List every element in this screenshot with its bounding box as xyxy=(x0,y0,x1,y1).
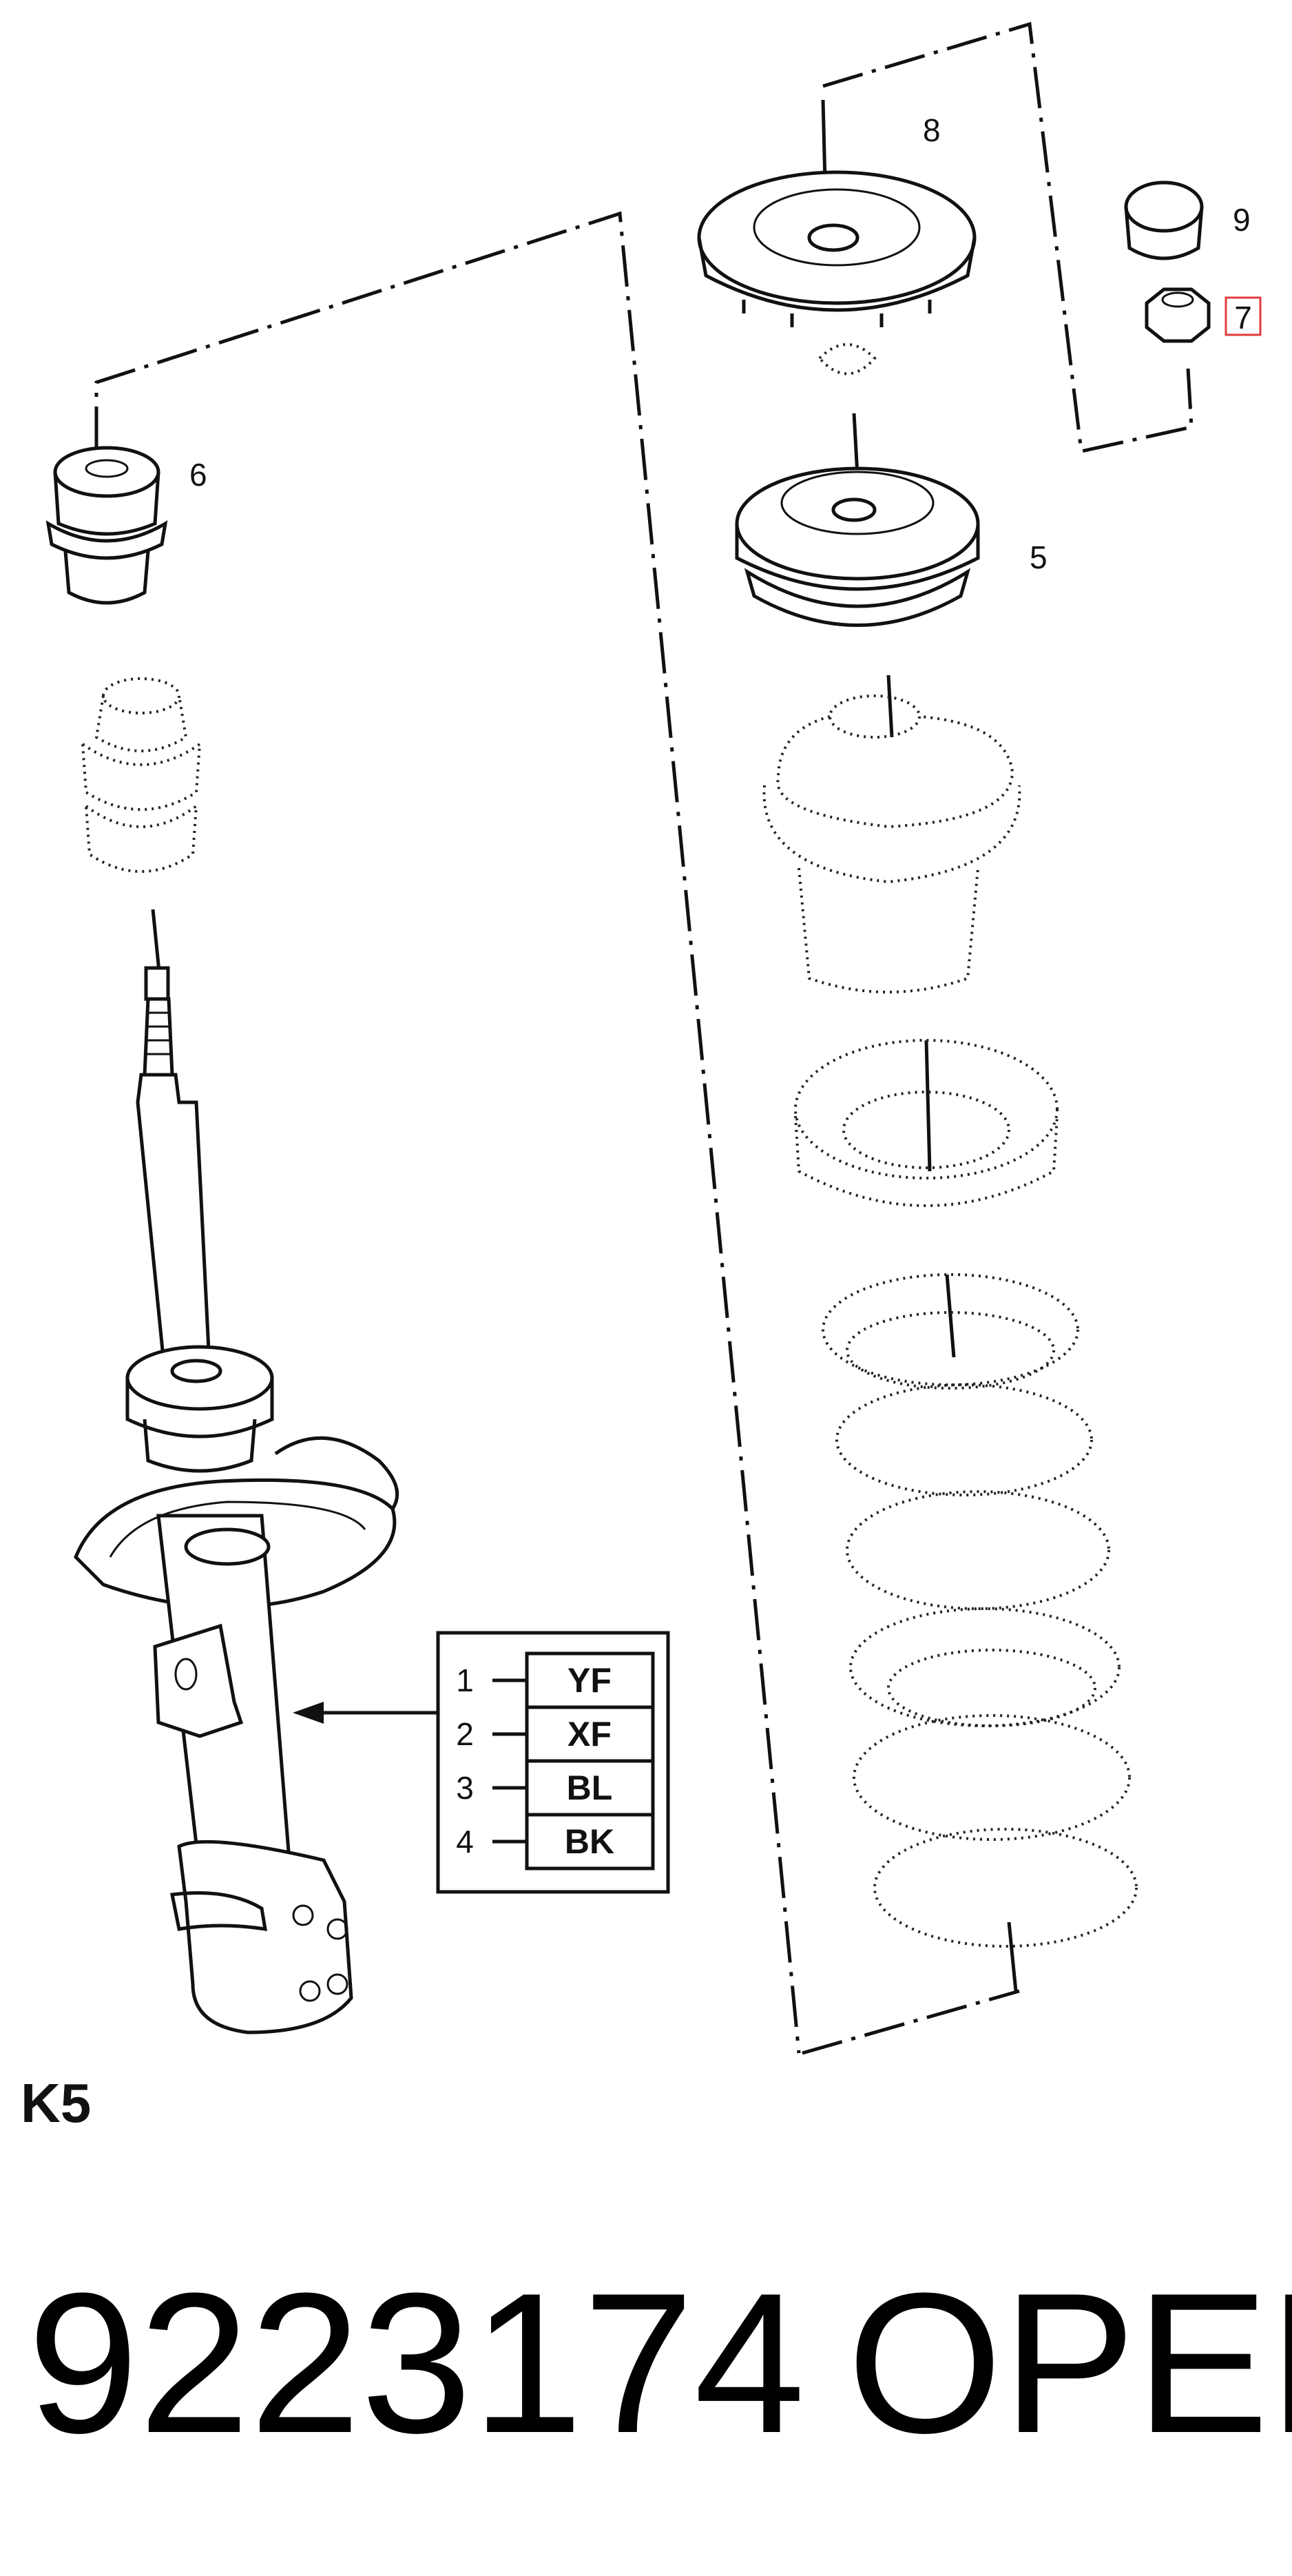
table-row-index: 3 xyxy=(456,1770,474,1806)
variant-code-table: 1 2 3 4 YF XF BL BK xyxy=(436,1631,670,1894)
assembly-guide-lines xyxy=(94,21,1194,2055)
nut-part-7 xyxy=(1145,287,1211,343)
spring-pad-dotted xyxy=(794,1039,1059,1207)
table-row-code: BK xyxy=(565,1822,614,1861)
callout-6: 6 xyxy=(189,457,207,493)
sheet-label: K5 xyxy=(21,2072,91,2134)
table-row-index: 2 xyxy=(456,1716,474,1752)
callout-7: 7 xyxy=(1234,300,1252,336)
collar-ring xyxy=(817,343,877,375)
table-row-code: XF xyxy=(567,1715,612,1753)
table-row-code: YF xyxy=(567,1661,612,1700)
dust-boot-dotted xyxy=(81,677,202,873)
cap-part-9 xyxy=(1124,181,1204,260)
variant-pointer-arrow xyxy=(293,1702,437,1724)
bump-stop-part-6 xyxy=(45,446,168,605)
callout-5: 5 xyxy=(1030,539,1048,575)
coil-spring-dotted xyxy=(822,1273,1138,1948)
top-mount-part-8 xyxy=(697,170,977,327)
strut-bearing-part-5 xyxy=(735,466,980,627)
callout-8: 8 xyxy=(923,112,941,148)
table-row-index: 4 xyxy=(456,1824,474,1859)
spring-seat-upper-dotted xyxy=(762,694,1021,993)
part-number: 9223174 xyxy=(28,2252,805,2475)
brand-name: OPEL xyxy=(847,2252,1292,2475)
callout-9: 9 xyxy=(1233,202,1251,238)
callout-7-highlight xyxy=(1225,296,1262,336)
table-row-index: 1 xyxy=(456,1662,474,1698)
table-row-code: BL xyxy=(567,1769,613,1807)
shock-absorber-strut xyxy=(74,966,399,2034)
